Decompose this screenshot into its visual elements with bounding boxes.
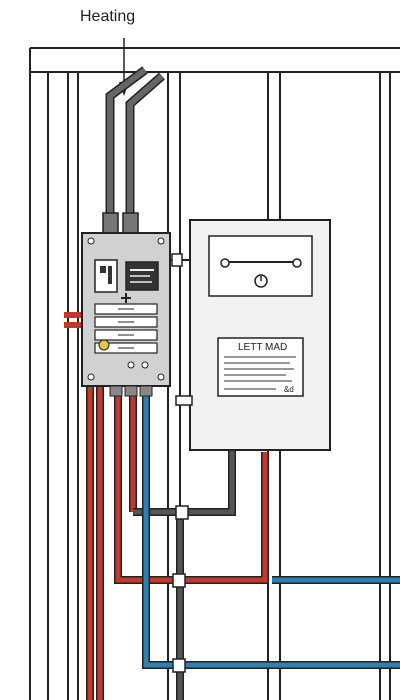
cold-water-pipes <box>142 392 400 669</box>
heating-callout-label: Heating <box>80 8 136 25</box>
bulb-icon <box>98 339 110 351</box>
pipe-clips <box>172 505 189 673</box>
heater-label-footer: &d <box>284 385 294 394</box>
heating-conduits <box>102 66 165 236</box>
hot-water-pipes-left <box>64 312 104 700</box>
control-panel <box>81 232 192 397</box>
gauge-icon <box>94 259 118 293</box>
water-heater <box>171 219 331 451</box>
plus-icon <box>121 293 131 303</box>
heater-label-title: LETT MAD <box>238 342 287 353</box>
